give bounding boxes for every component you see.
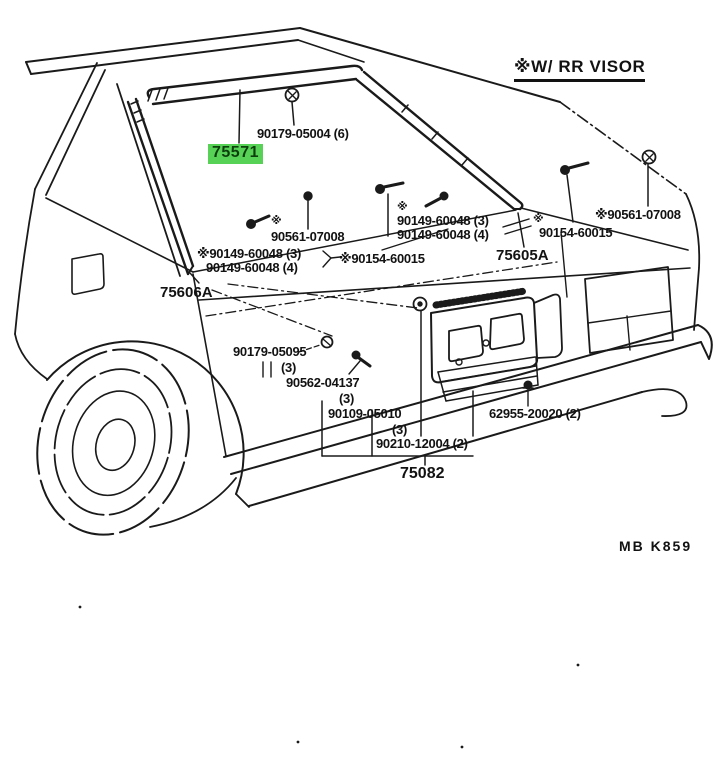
part-label-90109-05010[interactable]: 90109-05010: [328, 406, 402, 421]
part-label-90179-05095[interactable]: 90179-05095: [233, 344, 307, 359]
part-label-90561-07008-left[interactable]: 90561-07008: [271, 229, 345, 244]
screw-icon: [560, 161, 590, 223]
part-label-75606a[interactable]: 75606A: [160, 284, 213, 301]
part-label-90561-07008-right[interactable]: ※90561-07008: [595, 207, 681, 222]
qty-label: (3): [281, 360, 296, 375]
screw-icon: [641, 149, 657, 207]
part-label-75605a[interactable]: 75605A: [496, 247, 549, 264]
part-label-90149-60048-3-right[interactable]: 90149-60048 (3): [397, 213, 489, 228]
part-label-75571-highlighted[interactable]: 75571: [208, 144, 263, 164]
screw-icon: [284, 87, 300, 126]
qty-label: (3): [392, 422, 407, 437]
paper-specks: [78, 605, 580, 749]
part-label-90562-04137[interactable]: 90562-04137: [286, 375, 360, 390]
screw-icon: [522, 380, 534, 407]
clip-icon: [320, 335, 334, 349]
car-body-left-art: [14, 62, 250, 536]
part-label-62955-20020[interactable]: 62955-20020 (2): [489, 406, 581, 421]
trunk-bumper-art: [198, 193, 713, 507]
license-garnish-art: [430, 287, 563, 402]
visor-note: ※W/ RR VISOR: [514, 58, 646, 82]
screw-icon: [303, 191, 313, 230]
screw-icon: [424, 191, 449, 208]
part-label-90149-60048-4-right[interactable]: 90149-60048 (4): [397, 227, 489, 242]
part-label-90149-60048-3-left[interactable]: ※90149-60048 (3): [197, 246, 301, 261]
part-label-90179-05004[interactable]: 90179-05004 (6): [257, 126, 349, 141]
clip-icon: [412, 296, 428, 437]
asterisk-mark: ※: [271, 215, 282, 227]
part-label-90154-60015-left[interactable]: ※90154-60015: [339, 251, 425, 266]
screw-icon: [375, 181, 405, 237]
drawing-code: MB K859: [619, 538, 693, 554]
leader-lines: [189, 89, 532, 466]
rear-window-moulding-art: [116, 64, 524, 277]
asterisk-mark: ※: [533, 213, 544, 225]
screw-icon: [246, 214, 271, 229]
part-label-90154-60015-right[interactable]: 90154-60015: [539, 225, 613, 240]
part-label-90149-60048-4-left[interactable]: 90149-60048 (4): [206, 260, 298, 275]
qty-label: (3): [339, 391, 354, 406]
asterisk-mark: ※: [397, 201, 408, 213]
part-label-90210-12004[interactable]: 90210-12004 (2): [376, 436, 468, 451]
part-label-75082[interactable]: 75082: [400, 465, 445, 482]
roof-art: [25, 27, 687, 195]
screw-icon: [348, 350, 372, 375]
